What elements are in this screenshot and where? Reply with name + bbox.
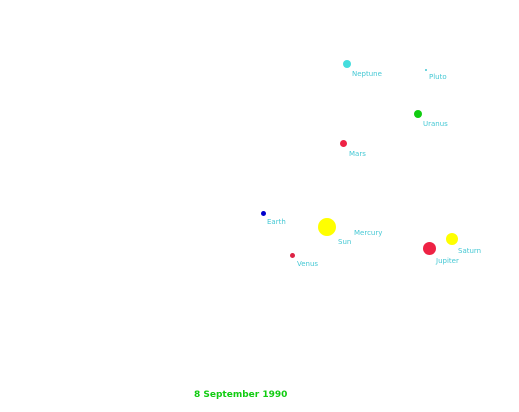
earth-label: Earth bbox=[267, 218, 286, 226]
mars-dot bbox=[340, 140, 347, 147]
saturn-dot bbox=[446, 233, 458, 245]
pluto-label: Pluto bbox=[429, 73, 447, 81]
venus-label: Venus bbox=[297, 260, 319, 268]
pluto-dot bbox=[425, 69, 427, 71]
uranus-label: Uranus bbox=[423, 120, 448, 128]
jupiter-label: Jupiter bbox=[436, 257, 459, 265]
date-label: 8 September 1990 bbox=[194, 390, 288, 400]
mercury-label: Mercury bbox=[354, 229, 383, 237]
saturn-label: Saturn bbox=[458, 247, 482, 255]
neptune-label: Neptune bbox=[352, 70, 382, 78]
venus-dot bbox=[290, 253, 295, 258]
sun-label: Sun bbox=[338, 238, 352, 246]
mars-label: Mars bbox=[349, 150, 366, 158]
jupiter-dot bbox=[423, 242, 436, 255]
earth-dot bbox=[261, 211, 266, 216]
uranus-dot bbox=[414, 110, 422, 118]
sun-dot bbox=[318, 218, 336, 236]
neptune-dot bbox=[343, 60, 351, 68]
